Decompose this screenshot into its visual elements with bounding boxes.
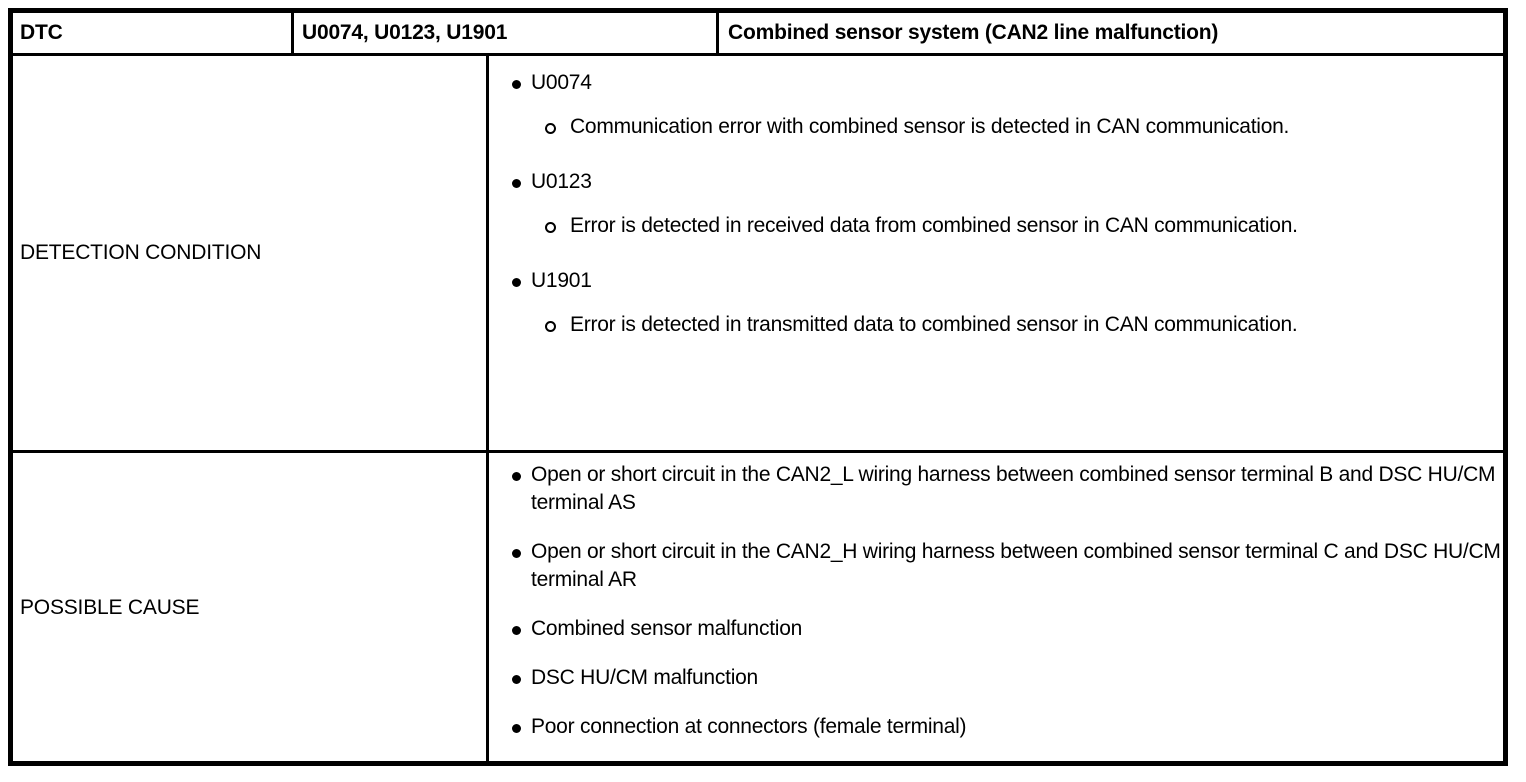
list-item: Open or short circuit in the CAN2_L wiri… bbox=[489, 461, 1503, 517]
dtc-diagnostic-table: DTC U0074, U0123, U1901 Combined sensor … bbox=[8, 8, 1508, 766]
filled-bullet-icon bbox=[512, 472, 521, 481]
detection-detail-text: Error is detected in received data from … bbox=[570, 214, 1298, 237]
dtc-label-cell: DTC bbox=[13, 13, 294, 53]
filled-bullet-icon bbox=[512, 179, 521, 188]
filled-bullet-icon bbox=[512, 724, 521, 733]
spacer bbox=[489, 594, 1503, 615]
possible-cause-list: Open or short circuit in the CAN2_L wiri… bbox=[489, 461, 1503, 741]
filled-bullet-icon bbox=[512, 80, 521, 89]
detection-condition-label-cell: DETECTION CONDITION bbox=[13, 56, 489, 450]
dtc-name-text: Combined sensor system (CAN2 line malfun… bbox=[728, 21, 1219, 44]
possible-cause-label-cell: POSSIBLE CAUSE bbox=[13, 453, 489, 763]
detection-detail-text: Error is detected in transmitted data to… bbox=[570, 313, 1298, 336]
spacer bbox=[489, 240, 1503, 267]
dtc-code-text: U0123 bbox=[531, 170, 592, 193]
detection-detail-list: Communication error with combined sensor… bbox=[531, 112, 1503, 141]
dtc-code-text: U1901 bbox=[531, 269, 592, 292]
spacer bbox=[489, 517, 1503, 538]
dtc-label-text: DTC bbox=[20, 21, 63, 44]
dtc-codes-cell: U0074, U0123, U1901 bbox=[294, 13, 719, 53]
detection-condition-row: DETECTION CONDITION U0074 Communication … bbox=[13, 56, 1503, 453]
detection-detail-text: Communication error with combined sensor… bbox=[570, 115, 1290, 138]
list-item: U1901 Error is detected in transmitted d… bbox=[489, 267, 1503, 339]
hollow-bullet-icon bbox=[545, 123, 556, 134]
list-item: U0123 Error is detected in received data… bbox=[489, 168, 1503, 240]
list-item: Open or short circuit in the CAN2_H wiri… bbox=[489, 538, 1503, 594]
list-item: Error is detected in received data from … bbox=[531, 211, 1503, 240]
list-item: DSC HU/CM malfunction bbox=[489, 664, 1503, 692]
spacer bbox=[531, 196, 1503, 211]
detection-detail-list: Error is detected in transmitted data to… bbox=[531, 310, 1503, 339]
spacer bbox=[489, 643, 1503, 664]
possible-cause-text: Combined sensor malfunction bbox=[531, 617, 803, 640]
detection-condition-list: U0074 Communication error with combined … bbox=[489, 69, 1503, 339]
dtc-name-cell: Combined sensor system (CAN2 line malfun… bbox=[719, 13, 1503, 53]
detection-detail-list: Error is detected in received data from … bbox=[531, 211, 1503, 240]
list-item: Combined sensor malfunction bbox=[489, 615, 1503, 643]
possible-cause-text: Open or short circuit in the CAN2_H wiri… bbox=[531, 540, 1501, 591]
dtc-codes-text: U0074, U0123, U1901 bbox=[302, 21, 508, 44]
dtc-code-text: U0074 bbox=[531, 71, 592, 94]
possible-cause-text: Open or short circuit in the CAN2_L wiri… bbox=[531, 463, 1496, 514]
hollow-bullet-icon bbox=[545, 222, 556, 233]
spacer bbox=[489, 692, 1503, 713]
detection-condition-body-cell: U0074 Communication error with combined … bbox=[489, 56, 1503, 450]
spacer bbox=[489, 141, 1503, 168]
hollow-bullet-icon bbox=[545, 321, 556, 332]
table-header-row: DTC U0074, U0123, U1901 Combined sensor … bbox=[13, 13, 1503, 56]
list-item: Error is detected in transmitted data to… bbox=[531, 310, 1503, 339]
filled-bullet-icon bbox=[512, 549, 521, 558]
filled-bullet-icon bbox=[512, 626, 521, 635]
possible-cause-text: DSC HU/CM malfunction bbox=[531, 666, 758, 689]
spacer bbox=[531, 97, 1503, 112]
possible-cause-label: POSSIBLE CAUSE bbox=[20, 596, 200, 619]
spacer bbox=[531, 295, 1503, 310]
possible-cause-text: Poor connection at connectors (female te… bbox=[531, 715, 967, 738]
filled-bullet-icon bbox=[512, 278, 521, 287]
list-item: Poor connection at connectors (female te… bbox=[489, 713, 1503, 741]
list-item: U0074 Communication error with combined … bbox=[489, 69, 1503, 141]
list-item: Communication error with combined sensor… bbox=[531, 112, 1503, 141]
detection-condition-label: DETECTION CONDITION bbox=[20, 241, 262, 264]
possible-cause-row: POSSIBLE CAUSE Open or short circuit in … bbox=[13, 453, 1503, 763]
possible-cause-body-cell: Open or short circuit in the CAN2_L wiri… bbox=[489, 453, 1503, 763]
filled-bullet-icon bbox=[512, 675, 521, 684]
